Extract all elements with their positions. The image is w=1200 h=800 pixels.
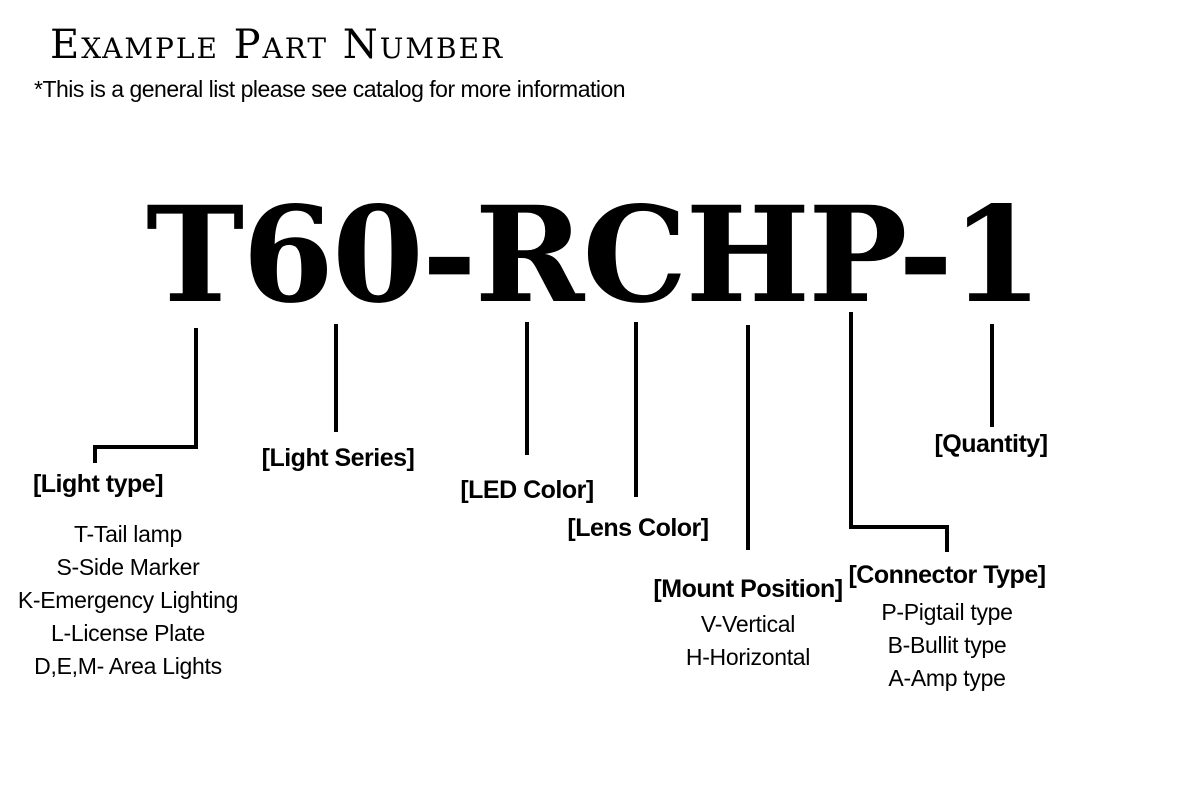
- part-number-text: T60-RCHP-1: [146, 178, 1043, 333]
- mount-position-item: H-Horizontal: [685, 644, 811, 670]
- connector-type-item: P-Pigtail type: [881, 599, 1013, 625]
- light-type-item: T-Tail lamp: [74, 521, 182, 547]
- light-type-item: K-Emergency Lighting: [17, 587, 239, 613]
- mount-position-item: V-Vertical: [700, 611, 796, 637]
- mount-position-label: [Mount Position]: [653, 575, 843, 603]
- light-type-items: T-Tail lamp S-Side Marker K-Emergency Li…: [17, 518, 239, 683]
- connector-type-items: P-Pigtail type B-Bullit type A-Amp type: [881, 596, 1013, 695]
- mount-position-items: V-Vertical H-Horizontal: [685, 608, 811, 674]
- light-type-item: S-Side Marker: [56, 554, 200, 580]
- light-type-connector-line: [93, 328, 198, 463]
- light-type-label: [Light type]: [32, 470, 164, 498]
- page-title: Example Part Number: [50, 22, 505, 68]
- light-type-item: D,E,M- Area Lights: [34, 653, 222, 679]
- catalog-note: *This is a general list please see catal…: [34, 76, 626, 102]
- connector-type-label: [Connector Type]: [848, 561, 1046, 589]
- light-series-label: [Light Series]: [261, 444, 415, 472]
- lens-color-label: [Lens Color]: [567, 514, 709, 542]
- connector-type-item: B-Bullit type: [887, 632, 1007, 658]
- light-type-item: L-License Plate: [50, 620, 206, 646]
- led-color-label: [LED Color]: [460, 476, 594, 504]
- connector-type-item: A-Amp type: [888, 665, 1006, 691]
- quantity-label: [Quantity]: [934, 430, 1048, 458]
- connector-type-connector-line: [849, 312, 949, 552]
